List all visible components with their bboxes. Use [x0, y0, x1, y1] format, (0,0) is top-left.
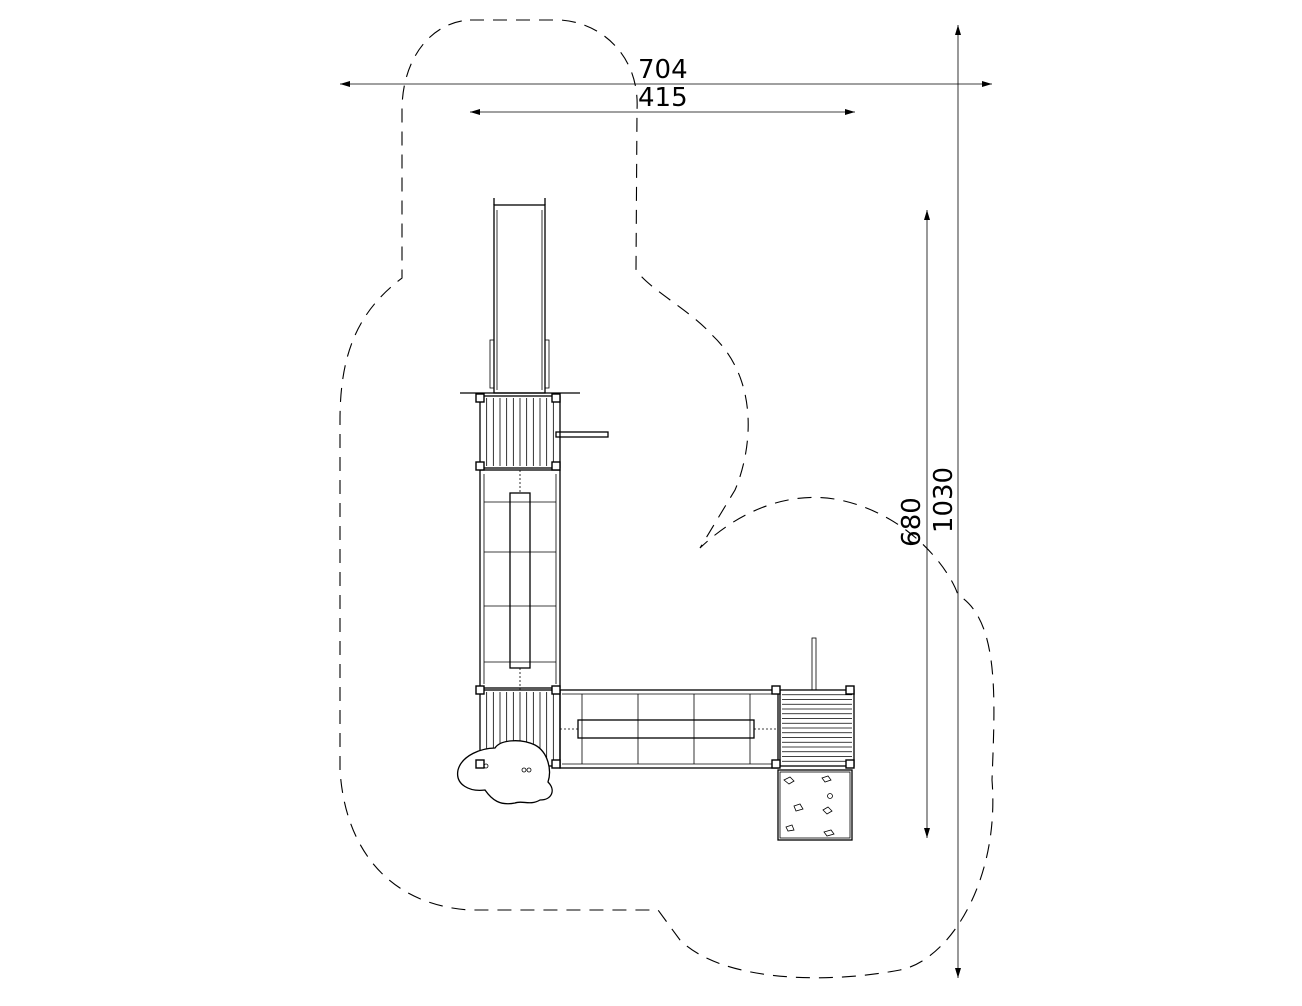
post [551, 759, 561, 769]
dimension-label-704: 704 [638, 55, 688, 85]
post [551, 393, 561, 403]
right-platform [779, 637, 855, 767]
post [475, 759, 485, 769]
slide [460, 198, 580, 394]
post [845, 685, 855, 695]
leaf-climbing-panel [457, 740, 553, 805]
post [475, 461, 485, 471]
vertical-bridge [479, 469, 561, 690]
post [771, 759, 781, 769]
safety-zone-outline [339, 19, 995, 979]
dimension-label-415: 415 [638, 83, 688, 113]
post [771, 685, 781, 695]
dimension-overall-width: 704 [340, 55, 992, 87]
post [551, 685, 561, 695]
dimension-label-680: 680 [897, 497, 927, 547]
post [551, 461, 561, 471]
dimension-inner-height: 680 [897, 210, 930, 838]
posts [475, 393, 855, 769]
climbing-wall [777, 769, 853, 841]
horizontal-bridge [559, 689, 779, 769]
post [475, 685, 485, 695]
dimension-overall-height: 1030 [929, 25, 961, 978]
post [475, 393, 485, 403]
top-platform [479, 395, 609, 469]
dimension-inner-width: 415 [470, 83, 855, 115]
dimension-label-1030: 1030 [929, 467, 959, 533]
post [845, 759, 855, 769]
